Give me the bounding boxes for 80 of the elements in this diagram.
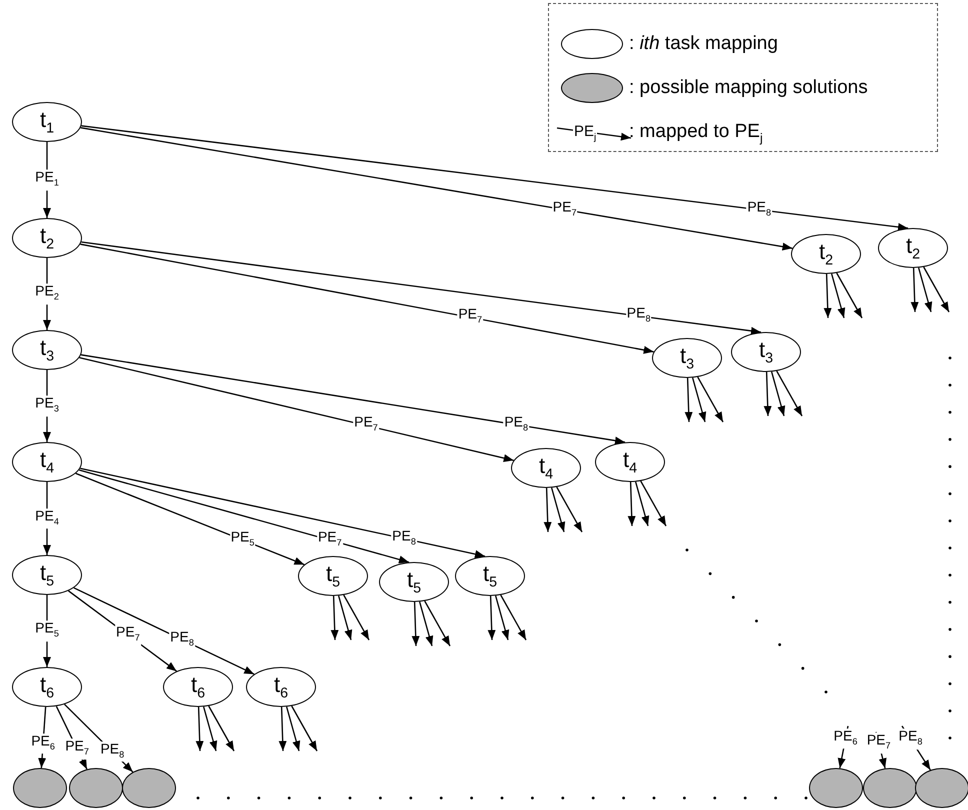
- arrow: [286, 706, 300, 752]
- arrow: [79, 356, 514, 462]
- arrow: [824, 274, 832, 318]
- arrow: [500, 594, 527, 640]
- arrow: [556, 486, 583, 532]
- arrow: [81, 125, 908, 231]
- task-ellipse: t$_{4}$: [595, 442, 665, 482]
- edge-label: PE$_{4}$: [34, 508, 60, 529]
- edge-label: PE$_{3}$: [34, 396, 60, 416]
- edge-label: PE$_{7}$: [64, 738, 90, 760]
- solution-ellipse: [809, 768, 863, 808]
- task-ellipse: t$_{6}$: [163, 667, 233, 707]
- task-ellipse: t$_{6}$: [246, 667, 316, 707]
- edge-label: PE$_{5}$: [34, 620, 60, 642]
- arrow: [692, 378, 706, 422]
- arrow: [278, 706, 287, 752]
- solution-ellipse: [863, 768, 917, 808]
- solution-ellipse: [69, 768, 123, 808]
- arrow: [764, 372, 772, 416]
- arrow: [544, 488, 552, 532]
- legend-text: : ith task mapping: [629, 33, 778, 55]
- solution-ellipse: [122, 768, 176, 808]
- arrow: [918, 268, 932, 312]
- arrow: [424, 600, 451, 646]
- task-ellipse: t$_{2}$: [12, 218, 82, 258]
- arrow: [550, 488, 566, 532]
- arrow: [628, 482, 636, 526]
- arrow: [343, 594, 370, 640]
- edge-label: PE$_{8}$: [898, 728, 924, 750]
- arrow: [836, 272, 863, 318]
- edge-label: PE$_{7}$: [115, 624, 141, 646]
- arrow: [776, 370, 803, 416]
- arrow: [81, 241, 762, 335]
- legend-text: : possible mapping solutions: [629, 77, 868, 99]
- arrow: [338, 596, 352, 640]
- edge-label: PE$_{6}$: [832, 728, 858, 750]
- task-ellipse: t$_{5}$: [455, 556, 525, 596]
- solution-ellipse: [13, 768, 67, 808]
- arrow: [697, 376, 724, 422]
- task-ellipse: t$_{1}$: [12, 102, 82, 142]
- solution-ellipse: [915, 768, 968, 808]
- edge-label: PE$_{6}$: [30, 733, 56, 754]
- task-ellipse: t$_{4}$: [12, 442, 82, 482]
- arrow: [634, 482, 650, 526]
- arrow: [75, 472, 305, 566]
- arrow: [684, 378, 693, 422]
- arrow: [78, 469, 410, 564]
- arrow: [202, 706, 218, 752]
- edge-label: PE$_{2}$: [34, 284, 60, 304]
- edge-label: PE$_{1}$: [34, 170, 60, 190]
- arrow: [80, 468, 486, 558]
- task-ellipse: t$_{3}$: [652, 338, 722, 378]
- task-ellipse: t$_{5}$: [12, 555, 82, 595]
- arrow: [640, 480, 667, 526]
- task-ellipse: t$_{5}$: [379, 562, 449, 602]
- task-ellipse: t$_{5}$: [298, 556, 368, 596]
- task-ellipse: t$_{2}$: [878, 228, 948, 268]
- arrow: [291, 706, 318, 752]
- arrow: [418, 602, 434, 646]
- task-ellipse: t$_{6}$: [12, 667, 82, 707]
- task-ellipse: t$_{3}$: [12, 330, 82, 370]
- task-ellipse: t$_{3}$: [731, 332, 801, 372]
- arrow: [208, 706, 235, 752]
- arrow: [770, 372, 786, 416]
- arrow: [494, 596, 510, 640]
- arrow: [196, 706, 204, 752]
- task-ellipse: t$_{4}$: [511, 448, 581, 488]
- arrow: [80, 127, 792, 251]
- arrow: [488, 596, 496, 640]
- arrow: [923, 266, 950, 312]
- task-ellipse: t$_{2}$: [791, 234, 861, 274]
- edge-label: PE$_{7}$: [866, 732, 892, 754]
- arrow: [910, 268, 919, 312]
- edge-label: PE$_{8}$: [99, 741, 126, 762]
- arrow: [330, 596, 339, 640]
- arrow: [80, 354, 626, 445]
- arrow: [80, 244, 654, 354]
- arrow: [830, 274, 846, 318]
- legend-text: : mapped to PE$_{j}$: [629, 121, 763, 147]
- arrow: [412, 602, 420, 646]
